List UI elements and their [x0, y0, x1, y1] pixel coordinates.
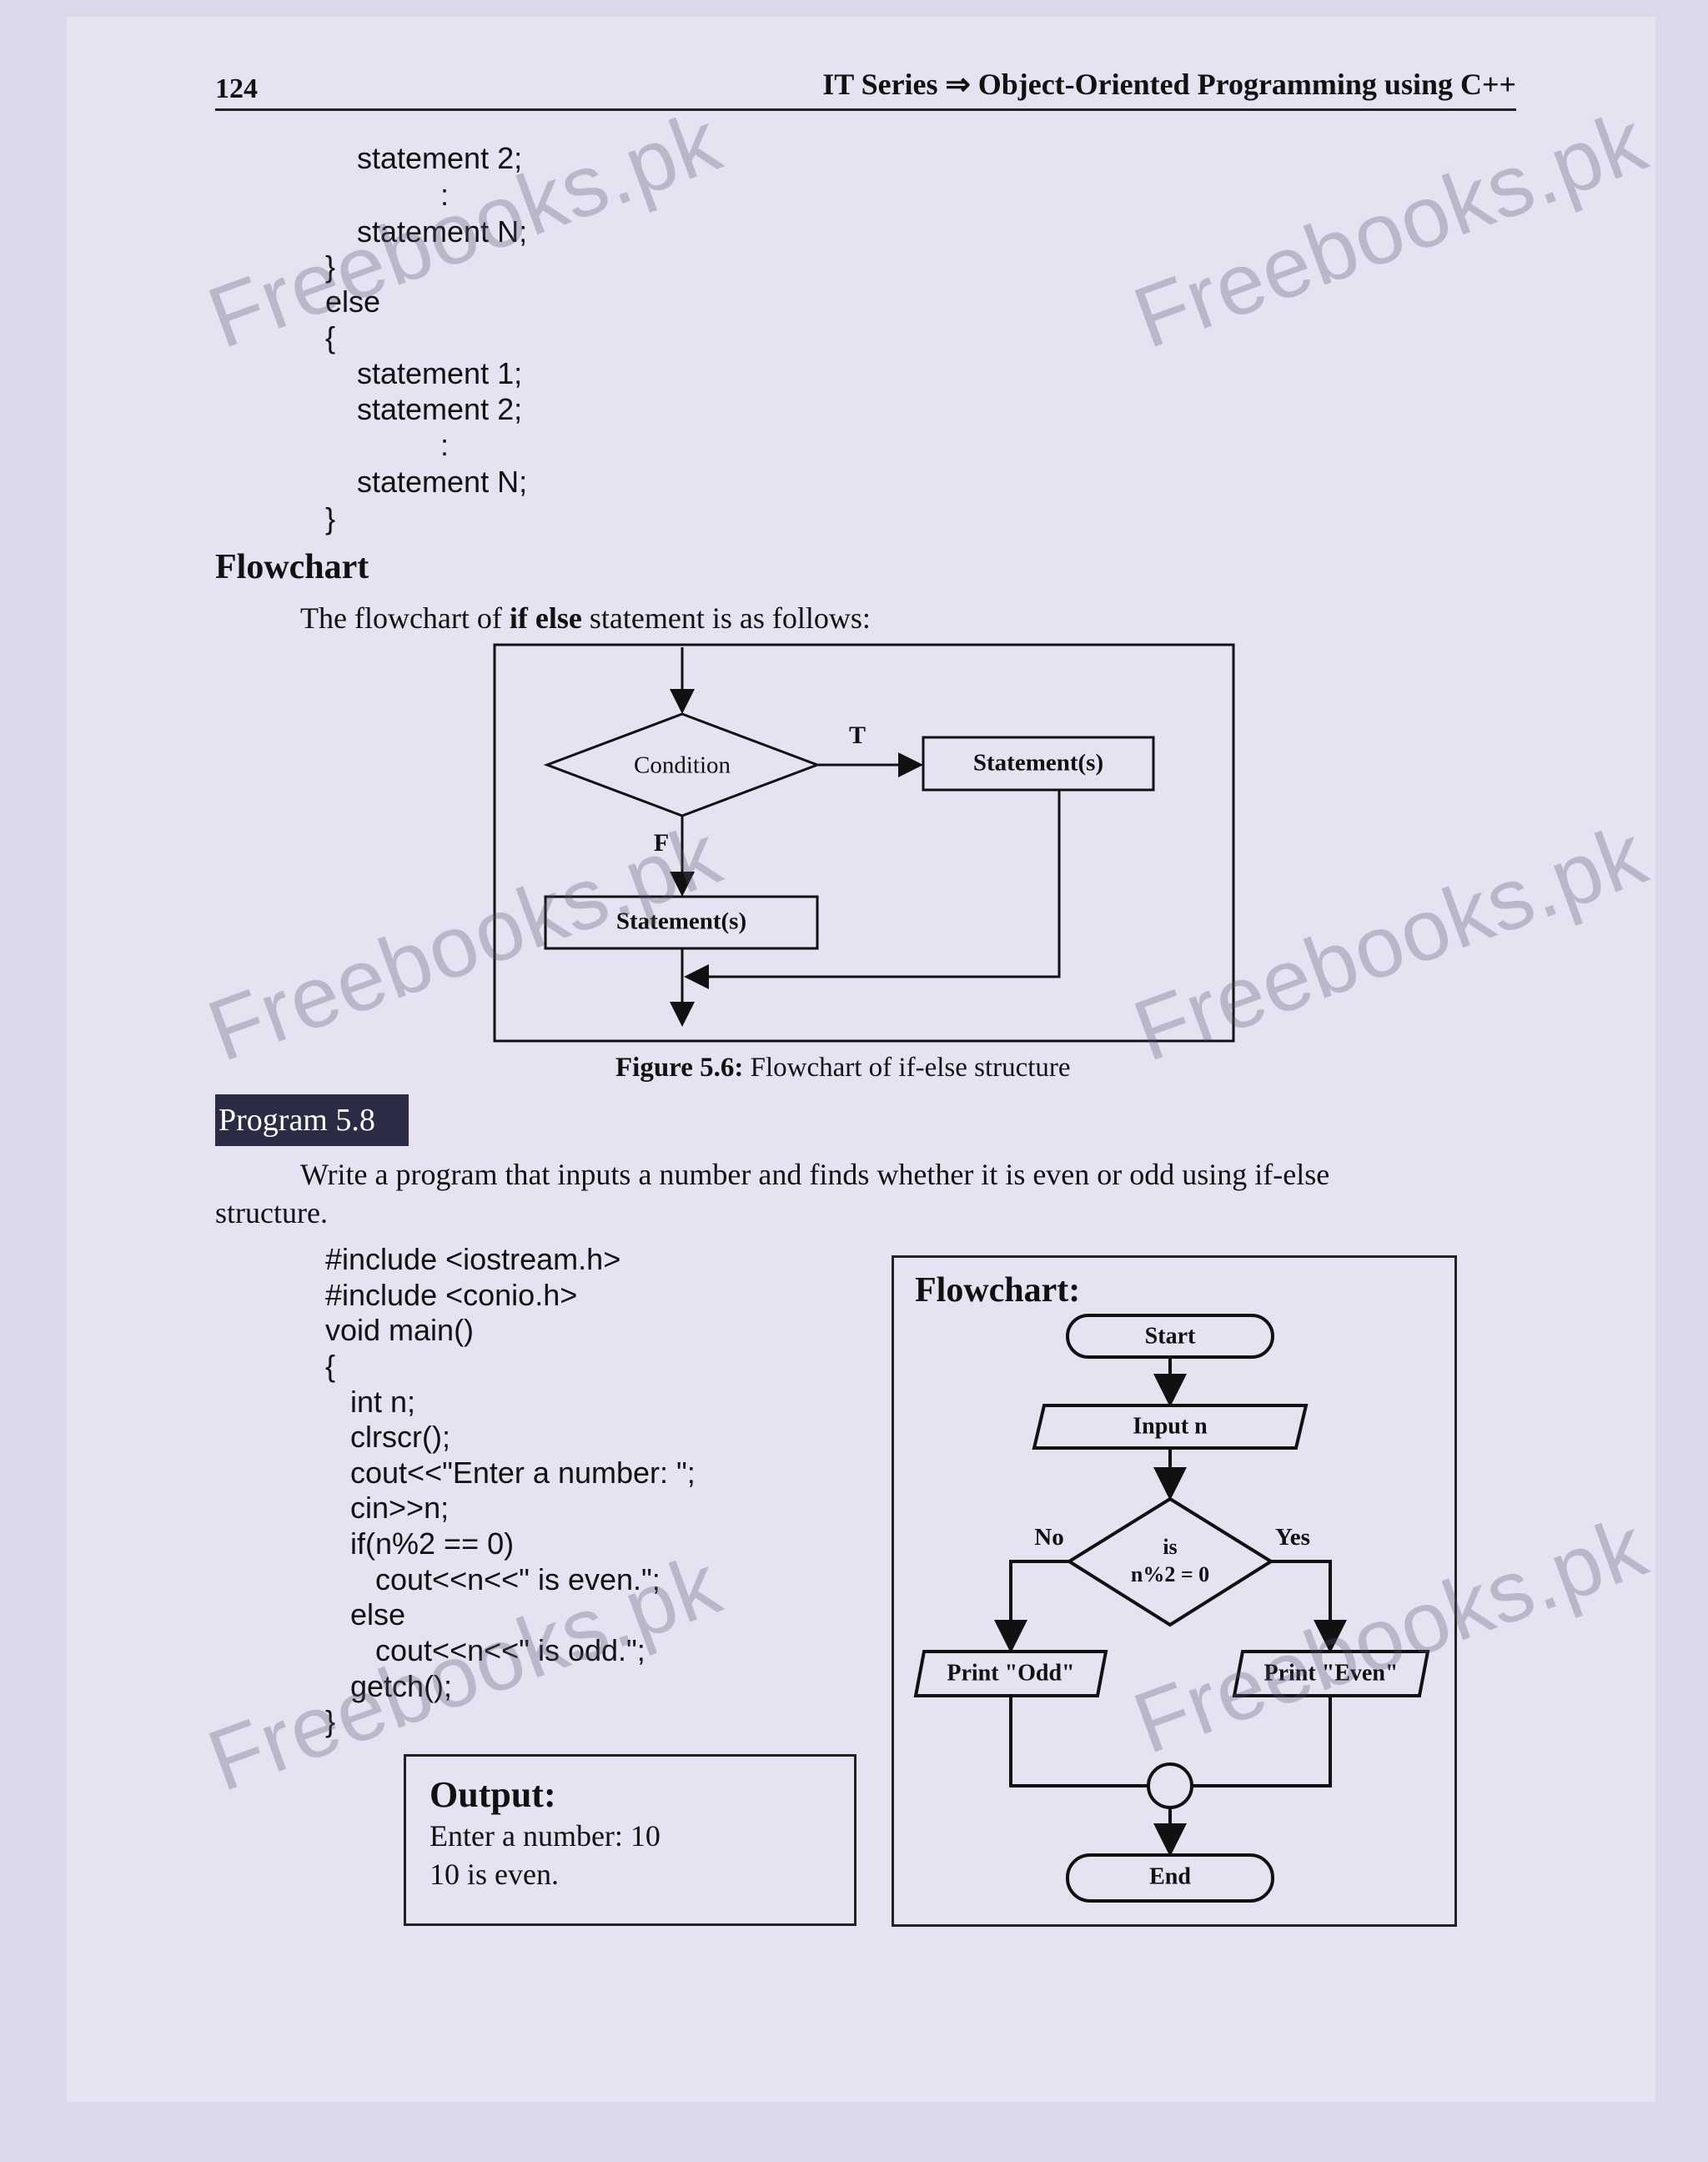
no-label: No: [1034, 1524, 1063, 1551]
end-label: End: [1149, 1863, 1191, 1889]
print-odd-parallelogram: [913, 1650, 1108, 1697]
caption-label: Figure 5.6:: [615, 1053, 744, 1083]
program-label: Program 5.8: [215, 1094, 409, 1146]
code-line: #include <conio.h>: [325, 1278, 578, 1312]
code-line: if(n%2 == 0): [325, 1526, 515, 1561]
input-label: Input n: [1133, 1413, 1208, 1439]
figure-caption: Figure 5.6: Flowchart of if-else structu…: [615, 1053, 1071, 1084]
header-title: IT Series ⇒ Object-Oriented Programming …: [822, 68, 1516, 101]
condition-label: Condition: [634, 752, 731, 779]
code-line: getch();: [325, 1669, 453, 1703]
program-flowchart-box: [892, 1255, 1457, 1927]
flowchart-intro: The flowchart of if else statement is as…: [300, 601, 871, 636]
output-line: 10 is even.: [430, 1858, 559, 1891]
code-line: statement 2;: [357, 392, 523, 426]
true-statement-label: Statement(s): [973, 750, 1103, 777]
output-box: Output: Enter a number: 10 10 is even.: [404, 1754, 857, 1926]
if-else-flowchart: [493, 643, 1235, 1043]
code-line: cout<<n<<" is even.";: [325, 1562, 661, 1596]
true-label: T: [849, 722, 866, 749]
output-line: Enter a number: 10: [430, 1819, 661, 1853]
code-ellipsis: :: [440, 428, 450, 462]
code-line: statement N;: [357, 214, 528, 249]
code-line: {: [325, 1349, 336, 1383]
output-title: Output:: [430, 1774, 556, 1815]
yes-label: Yes: [1275, 1524, 1310, 1551]
program-flowchart-title: Flowchart:: [915, 1271, 1081, 1310]
intro-text: statement is as follows:: [581, 601, 871, 635]
even-merge-line: [1192, 1696, 1332, 1787]
print-odd-label: Print "Odd": [947, 1660, 1074, 1686]
false-statement-label: Statement(s): [616, 908, 746, 935]
figure-frame: [493, 643, 1235, 1043]
intro-text: The flowchart of: [300, 601, 510, 635]
code-line: statement 1;: [357, 356, 523, 390]
code-line: else: [325, 1597, 406, 1632]
no-branch-line: [994, 1560, 1069, 1653]
false-label: F: [654, 829, 669, 857]
code-line: }: [325, 501, 336, 535]
code-line: cout<<"Enter a number: ";: [325, 1456, 696, 1490]
page-number: 124: [215, 73, 258, 104]
code-line: void main(): [325, 1313, 475, 1347]
yes-branch-line: [1271, 1560, 1347, 1653]
input-parallelogram: [1032, 1404, 1309, 1450]
code-line: statement N;: [357, 465, 528, 499]
program-description: Write a program that inputs a number and…: [300, 1158, 1330, 1191]
even-odd-flowchart: [913, 1314, 1430, 1903]
code-line: {: [325, 320, 336, 354]
print-even-parallelogram: [1232, 1650, 1430, 1697]
code-line: else: [325, 284, 381, 319]
page-header: 124 IT Series ⇒ Object-Oriented Programm…: [215, 65, 1516, 111]
true-statement-box: [922, 736, 1155, 792]
decision-diamond: [1066, 1496, 1274, 1627]
section-heading: Flowchart: [215, 548, 369, 586]
print-even-label: Print "Even": [1264, 1660, 1399, 1686]
code-line: statement 2;: [357, 141, 523, 175]
code-line: cin>>n;: [325, 1491, 450, 1525]
intro-keyword: if else: [509, 601, 582, 635]
program-description: structure.: [215, 1196, 328, 1229]
code-line: }: [325, 249, 336, 284]
odd-merge-line: [1009, 1696, 1148, 1787]
code-line: clrscr();: [325, 1420, 450, 1454]
decision-label: is: [1163, 1535, 1177, 1559]
start-label: Start: [1145, 1323, 1196, 1349]
code-line: #include <iostream.h>: [325, 1242, 621, 1276]
code-line: }: [325, 1704, 336, 1738]
code-line: int n;: [325, 1385, 416, 1419]
code-ellipsis: :: [440, 178, 450, 212]
decision-label: n%2 = 0: [1131, 1562, 1209, 1586]
caption-text: Flowchart of if-else structure: [743, 1053, 1071, 1083]
book-page: [67, 17, 1655, 2102]
end-terminal: [1066, 1853, 1274, 1903]
code-line: cout<<n<<" is odd.";: [325, 1633, 646, 1667]
true-merge-line: [684, 790, 1061, 989]
